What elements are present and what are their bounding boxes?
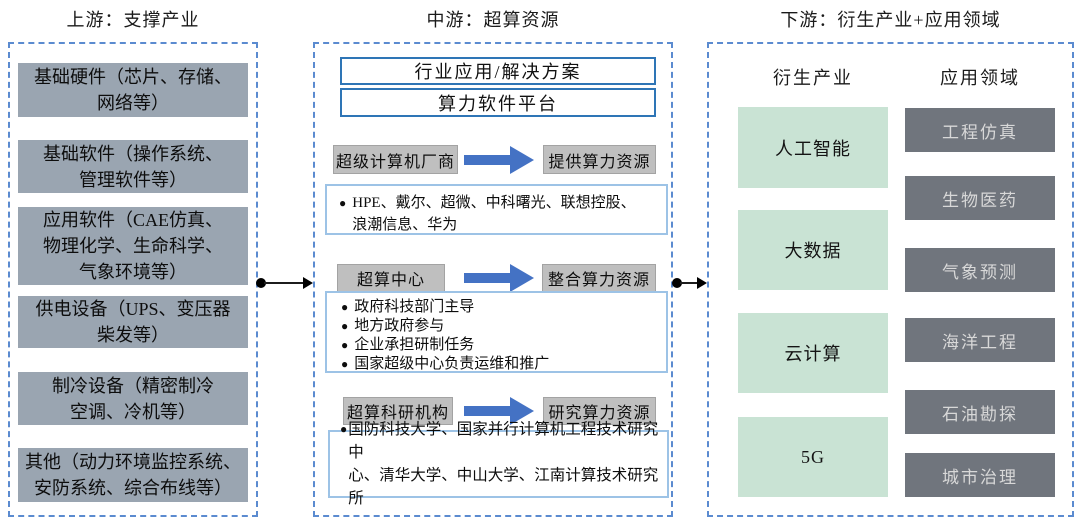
- industry-label: 5G: [801, 446, 825, 467]
- application-box-weather-forecast: 气象预测: [905, 248, 1055, 292]
- arrow-shaft: [464, 155, 510, 165]
- supercomputer-vendors-box: 超级计算机厂商: [333, 145, 458, 174]
- upstream-box-label: 应用软件（CAE仿真、 物理化学、生命科学、 气象环境等）: [43, 210, 223, 282]
- integrate-computing-resources-label: 整合算力资源: [547, 272, 650, 289]
- bullet-icon: ●: [341, 338, 349, 352]
- research-list-text: 国防科技大学、国家并行计算机工程技术研究中 心、清华大学、中山大学、江南计算技术…: [348, 421, 659, 507]
- bullet-icon: ●: [340, 422, 348, 436]
- application-box-oil-exploration: 石油勘探: [905, 390, 1055, 434]
- application-box-ocean-engineering: 海洋工程: [905, 318, 1055, 362]
- upstream-box-application-software: 应用软件（CAE仿真、 物理化学、生命科学、 气象环境等）: [18, 207, 248, 285]
- center-bullet-text: 政府科技部门主导: [354, 299, 475, 315]
- upstream-box-label: 基础软件（操作系统、 管理软件等）: [43, 143, 223, 190]
- industry-label: 云计算: [784, 344, 842, 364]
- application-label: 工程仿真: [942, 122, 1018, 142]
- bullet-item: ● 国防科技大学、国家并行计算机工程技术研究中 心、清华大学、中山大学、江南计算…: [340, 418, 663, 510]
- midstream-to-downstream-arrow-icon: [672, 277, 707, 289]
- bullet-item: ● 地方政府参与: [341, 317, 660, 336]
- arrow-head: [510, 397, 534, 425]
- upstream-box-hardware: 基础硬件（芯片、存储、 网络等）: [18, 63, 248, 117]
- application-label: 气象预测: [942, 262, 1018, 282]
- application-label: 生物医药: [942, 190, 1018, 210]
- research-detail-box: ● 国防科技大学、国家并行计算机工程技术研究中 心、清华大学、中山大学、江南计算…: [328, 421, 669, 507]
- industry-box-big-data: 大数据: [738, 210, 888, 290]
- connector-dot-icon: [256, 278, 266, 288]
- computing-software-platform-box: 算力软件平台: [340, 88, 656, 117]
- bullet-item: ● 政府科技部门主导: [341, 298, 660, 317]
- connector-arrowhead-icon: [697, 277, 707, 289]
- upstream-box-software: 基础软件（操作系统、 管理软件等）: [18, 140, 248, 193]
- arrow-head: [510, 264, 534, 292]
- bullet-icon: ●: [341, 319, 349, 333]
- research-institutions-label: 超算科研机构: [346, 405, 449, 422]
- application-label: 城市治理: [942, 467, 1018, 487]
- upstream-box-label: 基础硬件（芯片、存储、 网络等）: [34, 67, 232, 113]
- derived-industries-header: 衍生产业: [773, 68, 853, 88]
- integrate-computing-resources-box: 整合算力资源: [542, 264, 656, 292]
- arrow-shaft: [464, 406, 510, 416]
- supercomputer-vendors-label: 超级计算机厂商: [335, 153, 455, 171]
- industry-box-cloud-computing: 云计算: [738, 313, 888, 393]
- blue-arrow-icon: [464, 264, 534, 292]
- upstream-box-label: 制冷设备（精密制冷 空调、冷机等）: [52, 375, 214, 422]
- bullet-icon: ●: [341, 300, 349, 314]
- vendors-detail-box: ● HPE、戴尔、超微、中科曙光、联想控股、 浪潮信息、华为: [325, 184, 668, 235]
- arrow-shaft: [464, 273, 510, 283]
- blue-arrow-icon: [464, 397, 534, 425]
- industry-box-5g: 5G: [738, 417, 888, 497]
- bullet-item: ● 国家超级中心负责运维和推广: [341, 355, 660, 374]
- connector-dot-icon: [672, 278, 682, 288]
- downstream-panel: [707, 42, 1074, 517]
- industry-application-solutions-box: 行业应用/解决方案: [340, 57, 656, 85]
- upstream-box-cooling-equipment: 制冷设备（精密制冷 空调、冷机等）: [18, 372, 248, 425]
- research-institutions-box: 超算科研机构: [343, 397, 453, 425]
- arrow-head: [510, 146, 534, 174]
- application-label: 石油勘探: [942, 404, 1018, 424]
- bullet-icon: ●: [341, 357, 349, 371]
- connector-arrowhead-icon: [303, 277, 313, 289]
- provide-computing-resources-box: 提供算力资源: [543, 145, 656, 174]
- application-box-engineering-simulation: 工程仿真: [905, 108, 1055, 152]
- upstream-box-power-equipment: 供电设备（UPS、变压器 柴发等）: [18, 296, 248, 348]
- application-box-biomedicine: 生物医药: [905, 176, 1055, 220]
- centers-detail-box: ● 政府科技部门主导 ● 地方政府参与 ● 企业承担研制任务 ● 国家超级中心负责运维和…: [325, 291, 668, 373]
- application-label: 海洋工程: [942, 332, 1018, 352]
- computing-software-platform-label: 算力软件平台: [438, 93, 558, 114]
- blue-arrow-icon: [464, 146, 534, 174]
- center-bullet-text: 地方政府参与: [354, 318, 445, 334]
- industry-box-ai: 人工智能: [738, 107, 888, 188]
- upstream-title: 上游：支撑产业: [66, 10, 200, 30]
- connector-line: [264, 282, 304, 284]
- bullet-item: ● HPE、戴尔、超微、中科曙光、联想控股、 浪潮信息、华为: [339, 192, 660, 236]
- bullet-icon: ●: [339, 196, 347, 210]
- center-bullet-text: 企业承担研制任务: [354, 337, 475, 353]
- industry-application-solutions-label: 行业应用/解决方案: [414, 62, 582, 82]
- upstream-box-label: 供电设备（UPS、变压器 柴发等）: [35, 299, 231, 345]
- midstream-title: 中游：超算资源: [426, 10, 560, 30]
- application-fields-header: 应用领域: [940, 68, 1020, 88]
- research-computing-resources-box: 研究算力资源: [543, 397, 656, 425]
- supercomputing-center-box: 超算中心: [337, 264, 445, 292]
- upstream-box-label: 其他（动力环境监控系统、 安防系统、综合布线等）: [25, 452, 241, 498]
- supercomputing-center-label: 超算中心: [356, 272, 425, 289]
- application-box-city-governance: 城市治理: [905, 453, 1055, 497]
- industry-label: 大数据: [784, 241, 842, 261]
- provide-computing-resources-label: 提供算力资源: [548, 153, 651, 171]
- bullet-item: ● 企业承担研制任务: [341, 336, 660, 355]
- vendors-list-text: HPE、戴尔、超微、中科曙光、联想控股、 浪潮信息、华为: [352, 195, 636, 233]
- connector-line: [680, 282, 698, 284]
- upstream-box-other: 其他（动力环境监控系统、 安防系统、综合布线等）: [18, 448, 248, 502]
- downstream-title: 下游：衍生产业+应用领域: [780, 10, 1001, 30]
- industry-label: 人工智能: [775, 138, 851, 159]
- upstream-to-midstream-arrow-icon: [256, 277, 313, 289]
- research-computing-resources-label: 研究算力资源: [548, 405, 651, 422]
- center-bullet-text: 国家超级中心负责运维和推广: [354, 356, 550, 372]
